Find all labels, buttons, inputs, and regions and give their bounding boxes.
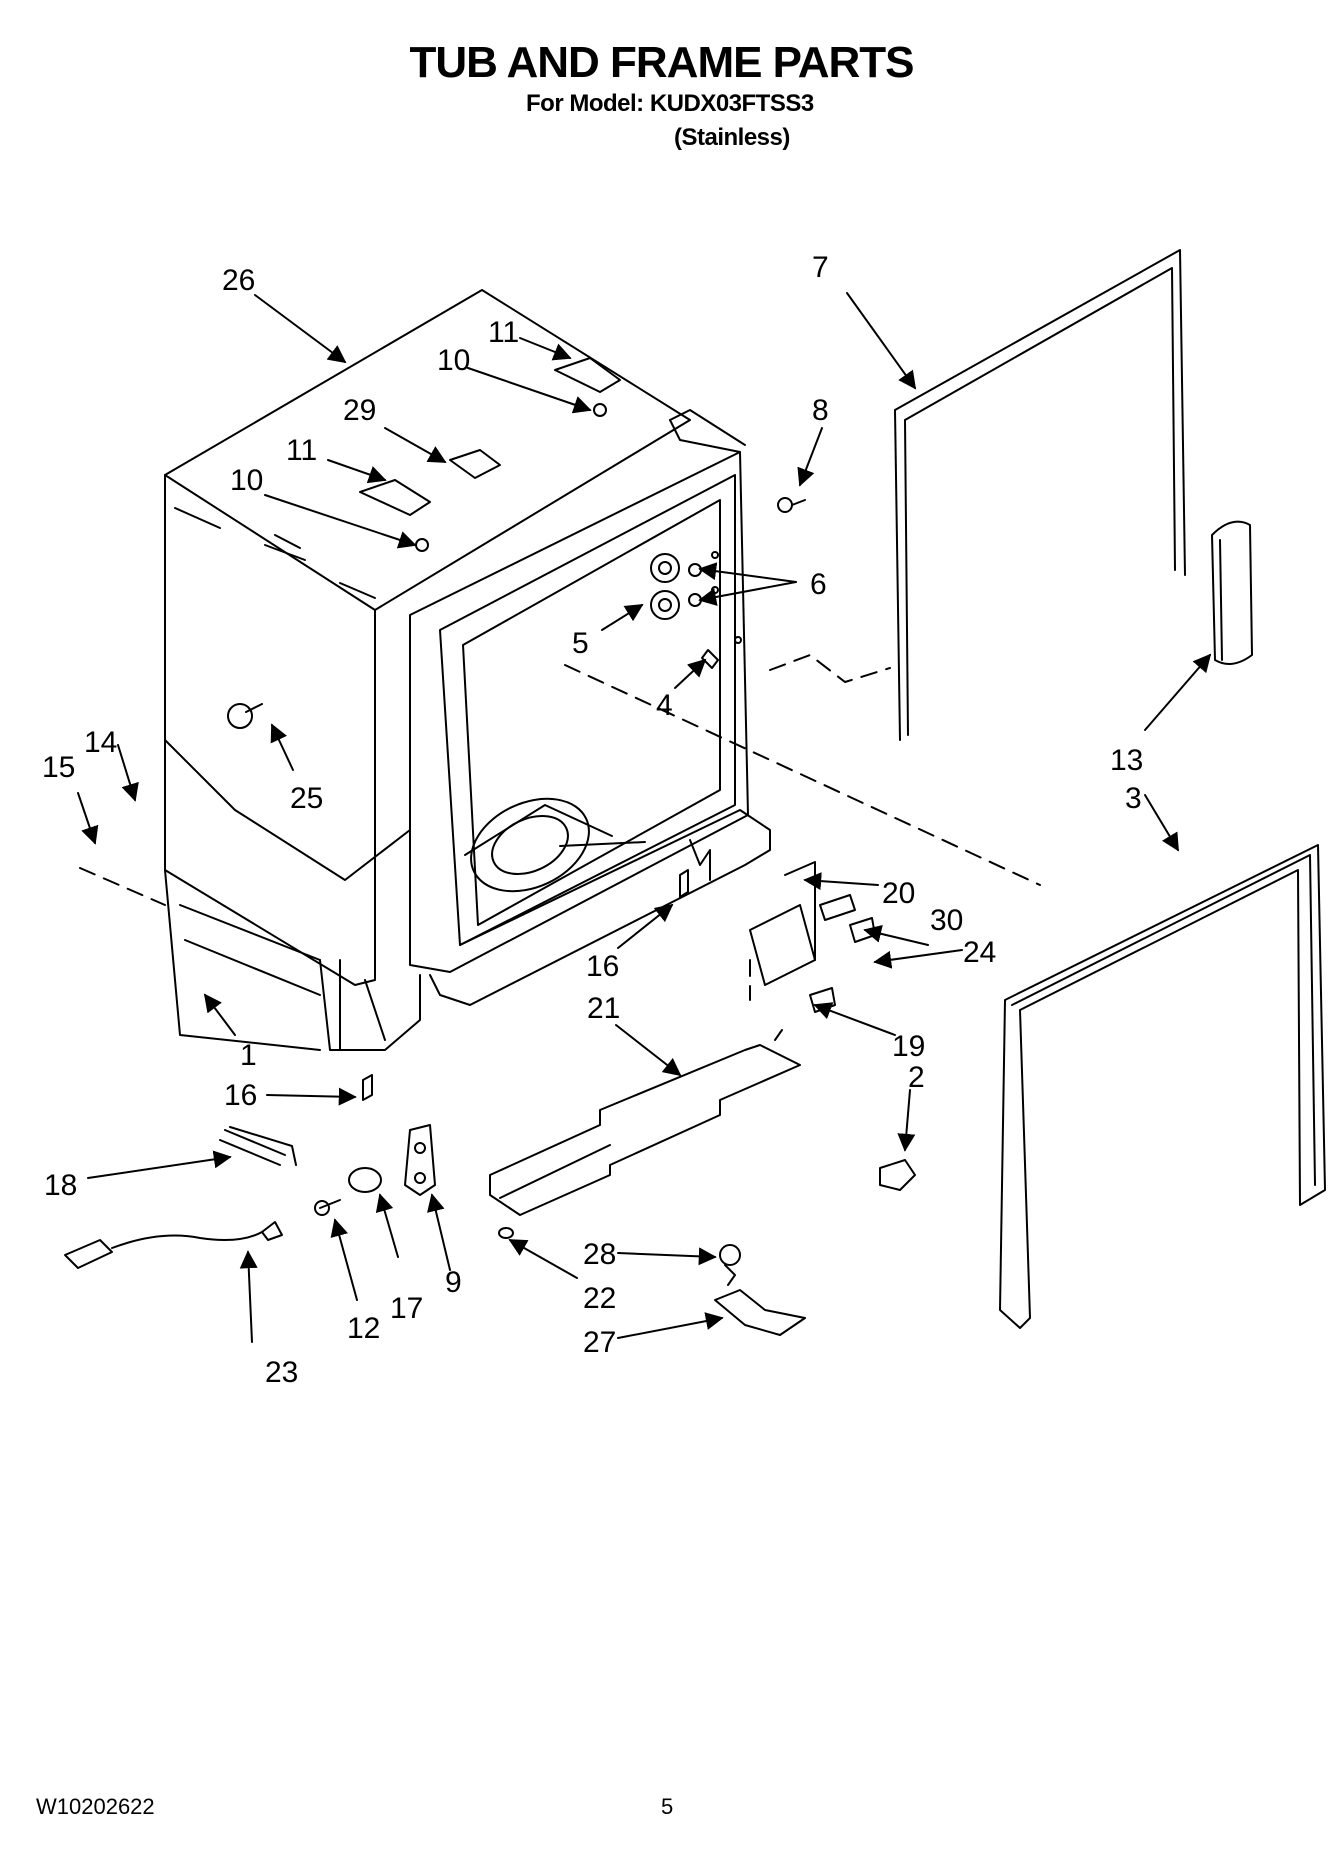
callout-16-mid: 16 [586, 950, 619, 983]
callout-21: 21 [587, 992, 620, 1025]
callout-1: 1 [240, 1039, 257, 1072]
toe-kick-plate [489, 1029, 801, 1216]
callout-30: 30 [930, 904, 963, 937]
callout-19: 19 [892, 1030, 925, 1063]
callout-4: 4 [656, 689, 673, 722]
assembly-guide-lines [79, 654, 1041, 1001]
callout-22: 22 [583, 1282, 616, 1315]
callout-13: 13 [1110, 744, 1143, 777]
callout-10-top: 10 [437, 344, 470, 377]
document-number: W10202622 [36, 1794, 155, 1819]
callout-5: 5 [572, 627, 589, 660]
callout-28: 28 [583, 1238, 616, 1271]
callout-29: 29 [343, 394, 376, 427]
callout-8: 8 [812, 394, 829, 427]
callout-25: 25 [290, 782, 323, 815]
page-title: TUB AND FRAME PARTS [409, 38, 914, 87]
page-number: 5 [661, 1794, 674, 1819]
callout-17: 17 [390, 1292, 423, 1325]
callout-16-left: 16 [224, 1079, 257, 1112]
callout-14: 14 [84, 726, 117, 759]
callout-3: 3 [1125, 782, 1142, 815]
door-gasket [894, 249, 1186, 741]
callout-9: 9 [445, 1266, 462, 1299]
callout-12: 12 [347, 1312, 380, 1345]
hinge-brackets [227, 357, 621, 729]
callout-20: 20 [882, 877, 915, 910]
callout-7: 7 [812, 251, 829, 284]
callout-18: 18 [44, 1169, 77, 1202]
callout-27: 27 [583, 1326, 616, 1359]
finish-label: (Stainless) [674, 124, 790, 151]
callout-15: 15 [42, 751, 75, 784]
u-shaped-trim [999, 844, 1326, 1329]
callout-2: 2 [908, 1061, 925, 1094]
callout-24: 24 [963, 936, 996, 969]
leader-lines [77, 292, 1212, 1343]
tub-assembly [164, 289, 771, 1051]
callout-6: 6 [810, 568, 827, 601]
callout-23: 23 [265, 1356, 298, 1389]
callout-labels: 26 11 10 29 11 10 7 8 6 5 4 25 14 15 13 … [42, 251, 1143, 1389]
model-label: For Model: KUDX03FTSS3 [526, 90, 814, 117]
callout-26: 26 [222, 264, 255, 297]
side-trim [1211, 520, 1253, 665]
callout-11-left: 11 [286, 434, 317, 467]
small-parts [64, 869, 916, 1336]
callout-10-left: 10 [230, 464, 263, 497]
spray-arm-hubs [650, 497, 806, 669]
callout-11-top: 11 [488, 316, 519, 349]
